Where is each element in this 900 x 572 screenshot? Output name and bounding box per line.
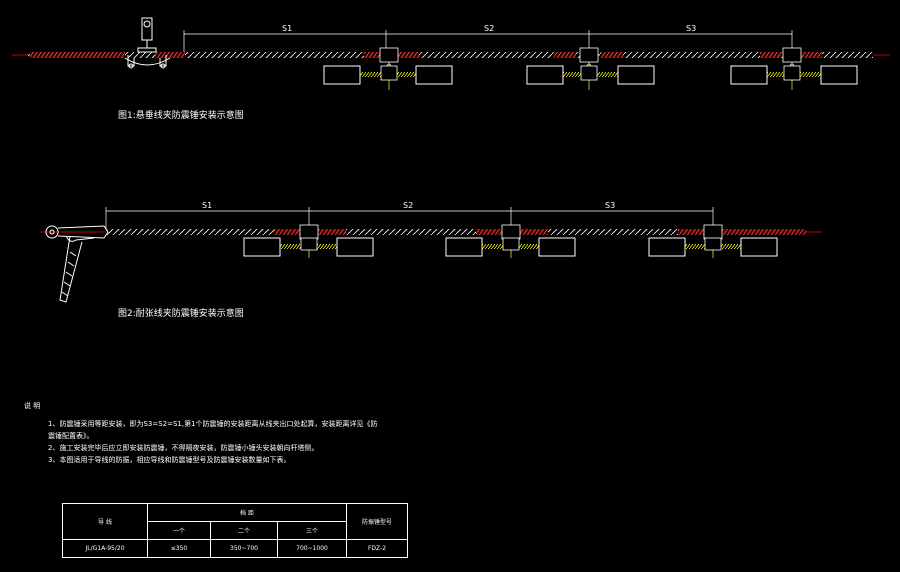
fig2-damper-1 (243, 224, 374, 258)
note-item-1-cont: 震锤配置表》。 (48, 432, 94, 440)
fig1-armor-rod-right (155, 52, 185, 58)
tension-clamp (45, 225, 109, 303)
cell-model: FDZ-2 (346, 539, 408, 558)
damper-config-table: 导 线 档 距 防振锤型号 一个 二个 三个 JL/G1A-95/20 ≤350… (62, 503, 408, 558)
th-span: 档 距 (147, 503, 347, 522)
fig1-dimension (183, 30, 793, 52)
fig2-damper-2 (445, 224, 576, 258)
fig2-span-s1: S1 (202, 201, 212, 210)
notes-title: 说 明 (24, 402, 41, 410)
fig2-conductor (106, 229, 806, 235)
fig1-armor-rod-left (30, 52, 125, 58)
suspension-clamp (124, 17, 171, 69)
cell-two: 350~700 (210, 539, 278, 558)
fig2-dimension (105, 207, 714, 229)
note-item-2: 2、施工安装完毕后应立即安装防震锤，不得隔夜安装，防震锤小锤头安装朝向杆塔侧。 (48, 444, 319, 452)
th-conductor: 导 线 (62, 503, 148, 540)
fig2-span-s3: S3 (605, 201, 615, 210)
th-model: 防振锤型号 (346, 503, 408, 540)
th-one: 一个 (147, 521, 211, 540)
cell-conductor: JL/G1A-95/20 (62, 539, 148, 558)
cell-three: 700~1000 (277, 539, 347, 558)
fig1-caption: 图1:悬垂线夹防震锤安装示意图 (118, 109, 244, 121)
fig2-caption: 图2:耐张线夹防震锤安装示意图 (118, 307, 244, 319)
fig1-span-s2: S2 (484, 24, 494, 33)
figure-2-tension: S1 S2 S3 (40, 201, 822, 319)
th-three: 三个 (277, 521, 347, 540)
fig2-damper-3 (648, 224, 806, 258)
fig2-span-s2: S2 (403, 201, 413, 210)
fig1-span-s1: S1 (282, 24, 292, 33)
th-two: 二个 (210, 521, 278, 540)
note-item-1: 1、防震锤采用等距安装，即为S3=S2=S1,第1个防震锤的安装距离从线夹出口处… (48, 420, 378, 428)
fig1-damper-3 (730, 47, 858, 90)
fig1-damper-1 (323, 47, 453, 90)
note-item-3: 3、本图适用于导线的防振，相应导线和防震锤型号及防震锤安装数量如下表。 (48, 456, 291, 464)
fig1-damper-2 (526, 47, 655, 90)
figure-1-suspension: S1 S2 S3 (12, 17, 890, 121)
notes-block: 说 明 1、防震锤采用等距安装，即为S3=S2=S1,第1个防震锤的安装距离从线… (24, 400, 584, 466)
fig1-span-s3: S3 (686, 24, 696, 33)
cell-one: ≤350 (147, 539, 211, 558)
fig1-conductor (28, 52, 873, 58)
table-row: JL/G1A-95/20 ≤350 350~700 700~1000 FDZ-2 (62, 539, 408, 558)
